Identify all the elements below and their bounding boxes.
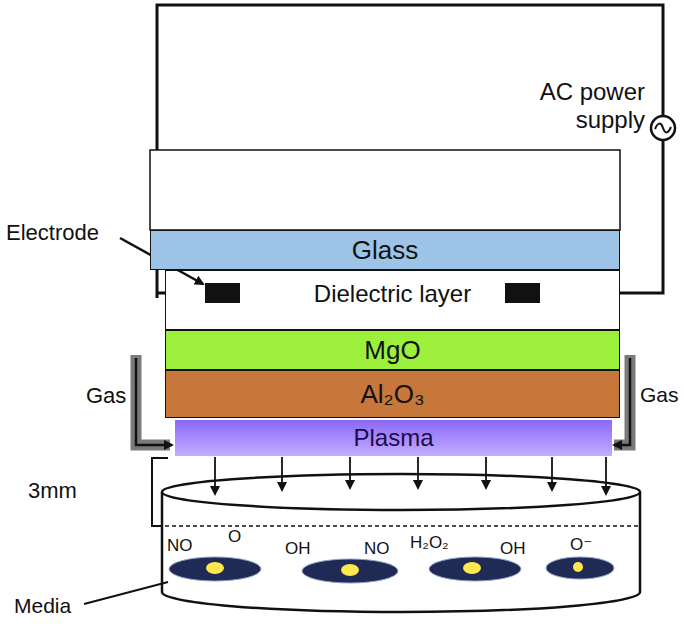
electrode [505,283,540,303]
dimension-bracket [152,458,168,526]
power-supply-label: AC power supply [500,78,645,133]
gas-label: Gas [86,383,126,408]
part-label: Electrode [6,220,99,245]
gas-label: Gas [640,383,679,407]
plasma-region: Plasma [175,420,612,456]
layer-label: Plasma [353,425,433,451]
species-label: OH [500,539,526,559]
layer-label: Al₂O₃ [360,380,424,409]
cell [169,557,614,583]
species-label: H₂O₂ [410,533,449,553]
species-label: NO [167,536,193,556]
alumina-layer: Al₂O₃ [165,370,620,418]
medium-surface [165,525,638,527]
dielectric-layer: Dielectric layer [165,270,620,330]
layer-label: MgO [364,336,420,365]
species-label: OH [285,539,311,559]
leader-line [84,582,168,604]
layer-label: Dielectric layer [314,281,471,307]
glass-layer: Glass [150,230,620,270]
dielectric-ground [165,270,620,330]
dimension-label: 3mm [28,478,77,503]
ac-source-symbol [651,116,675,140]
species-label: O⁻ [570,535,592,555]
flow-arrow [215,457,606,494]
layer-label: Glass [352,236,418,265]
mgo-layer: MgO [165,330,620,370]
part-label: Media [14,594,71,618]
device-housing [150,150,620,230]
species-label: O [228,527,241,547]
petri-dish [162,474,640,612]
electrode [205,283,240,303]
species-label: NO [364,539,390,559]
